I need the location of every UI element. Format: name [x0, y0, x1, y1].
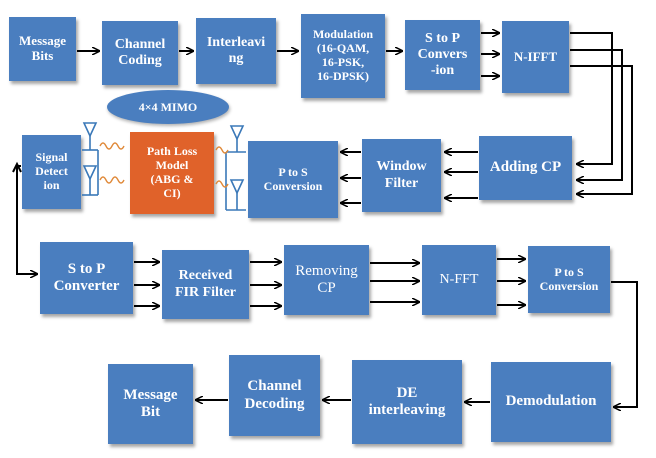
mimo-label: 4×4 MIMO: [107, 90, 229, 124]
arrow-n-ifft-out-1: [570, 32, 613, 164]
n-ifft-block: N-IFFT: [502, 21, 569, 93]
channel-coding-block: Channel Coding: [102, 21, 178, 85]
arrow-p-to-s-to-demod: [611, 281, 638, 407]
arrow-n-ifft-out-2: [570, 49, 623, 180]
rx-antennas-icon: [82, 122, 99, 196]
s-to-p-converter-block-rx: S to P Converter: [40, 242, 133, 314]
demodulation-block: Demodulation: [491, 362, 611, 442]
window-filter-block: Window Filter: [362, 139, 441, 212]
received-fir-filter-block: Received FIR Filter: [162, 250, 249, 319]
s-to-p-conversion-block: S to P Convers -ion: [405, 20, 480, 90]
channel-decoding-block: Channel Decoding: [229, 355, 320, 436]
signal-detection-block: Signal Detect ion: [22, 135, 81, 209]
n-fft-block: N-FFT: [422, 245, 496, 315]
de-interleaving-block: DE interleaving: [352, 360, 462, 444]
tx-antennas-icon: [225, 125, 246, 211]
p-to-s-conversion-block-rx: P to S Conversion: [528, 246, 610, 313]
adding-cp-block: Adding CP: [479, 136, 572, 200]
modulation-block: Modulation (16-QAM, 16-PSK, 16-DPSK): [301, 14, 385, 98]
message-bit-block: Message Bit: [108, 364, 193, 444]
removing-cp-block: Removing CP: [284, 245, 369, 315]
path-loss-model-block: Path Loss Model (ABG & CI): [130, 132, 214, 214]
interleaving-block: Interleavi ng: [196, 18, 276, 84]
p-to-s-conversion-block-tx: P to S Conversion: [248, 141, 338, 218]
arrowhead-detection-up: [12, 161, 22, 173]
arrow-n-ifft-out-3: [570, 65, 633, 194]
message-bits-block: Message Bits: [9, 17, 76, 81]
